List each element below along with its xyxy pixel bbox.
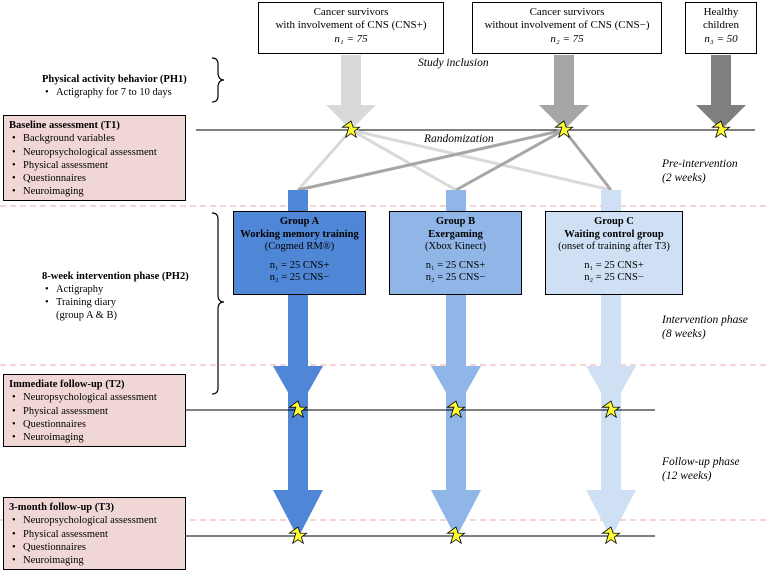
ph1-list: Actigraphy for 7 to 10 days [42,86,212,99]
population-line1: Healthy [703,6,739,18]
group-n-cns-plus: n₁ = 25 CNS+ [425,259,486,271]
star-t3-group-c [601,526,621,544]
inclusion-arrow-cns-plus [326,55,376,130]
ph1-brace [211,57,225,103]
group-intervention: Exergaming [428,228,483,240]
assessment-item: Neuroimaging [9,431,181,445]
group-name: Group B [435,216,476,227]
ph2-text: 8-week intervention phase (PH2) Actigrap… [42,270,212,322]
group-intervention: Working memory training [240,228,359,240]
phase-duration: (2 weeks) [662,172,706,184]
phase-label-intervention: Intervention phase (8 weeks) [662,313,748,341]
assessment-item: Neuropsychological assessment [9,514,181,528]
group-name: Group C [594,216,634,227]
group-b-arrowhead-t2 [431,366,481,410]
group-n-cns-plus: n₁ = 25 CNS+ [584,259,644,271]
random-line [297,128,565,192]
assessment-title: Immediate follow-up (T2) [9,379,125,390]
assessment-item: Questionnaires [9,541,181,555]
phase-name: Follow-up phase [662,456,740,468]
assessment-list: Neuropsychological assessment Physical a… [9,514,181,567]
population-n: n₂ = 75 [550,33,584,45]
population-line2: with involvement of CNS (CNS+) [275,19,427,31]
group-n-cns-minus: n₂ = 25 CNS− [269,272,330,284]
assessment-item: Physical assessment [9,528,181,542]
phase-label-pre-intervention: Pre-intervention (2 weeks) [662,157,738,185]
randomization-label: Randomization [424,133,494,145]
ph2-title: 8-week intervention phase (PH2) [42,271,189,282]
random-line [350,128,612,192]
ph2-item: Training diary (group A & B) [42,296,212,322]
inclusion-arrow-healthy [696,55,746,130]
assessment-item: Neuroimaging [9,554,181,568]
assessment-item: Questionnaires [9,418,181,432]
ph2-item: Actigraphy [42,283,212,296]
assessment-item: Neuroimaging [9,185,181,199]
group-box-c: Group C Waiting control group (onset of … [545,211,683,295]
population-box-healthy: Healthy children n₃ = 50 [685,2,757,54]
assessment-item: Questionnaires [9,172,181,186]
population-box-cns-minus: Cancer survivors without involvement of … [472,2,662,54]
assessment-item: Neuropsychological assessment [9,391,181,405]
population-n: n₃ = 50 [704,33,738,45]
random-line [296,129,353,191]
assessment-list: Background variables Neuropsychological … [9,132,181,199]
inclusion-arrow-cns-minus [539,55,589,130]
assessment-item: Physical assessment [9,405,181,419]
assessment-title: 3-month follow-up (T3) [9,502,115,513]
group-detail: (Cogmed RM®) [264,241,335,253]
phase-name: Pre-intervention [662,158,738,170]
assessment-item: Physical assessment [9,159,181,173]
group-box-a: Group A Working memory training (Cogmed … [233,211,366,295]
ph1-text: Physical activity behavior (PH1) Actigra… [42,73,212,99]
population-line1: Cancer survivors [313,6,389,18]
group-intervention: Waiting control group [564,228,664,240]
group-n-cns-minus: n₂ = 25 CNS− [425,272,486,284]
group-detail: (onset of training after T3) [558,241,670,253]
ph2-list: Actigraphy Training diary (group A & B) [42,283,212,322]
assessment-item: Background variables [9,132,181,146]
group-detail: (Xbox Kinect) [425,241,486,253]
group-name: Group A [279,216,320,227]
random-line [562,129,613,191]
group-n-cns-plus: n₁ = 25 CNS+ [269,259,330,271]
population-line2: without involvement of CNS (CNS−) [484,19,650,31]
phase-duration: (8 weeks) [662,328,706,340]
assessment-box-t1: Baseline assessment (T1) Background vari… [3,115,186,201]
population-n: n₁ = 75 [334,33,368,45]
assessment-item: Neuropsychological assessment [9,146,181,160]
population-box-cns-plus: Cancer survivors with involvement of CNS… [258,2,444,54]
phase-name: Intervention phase [662,314,748,326]
population-line1: Cancer survivors [529,6,605,18]
ph2-brace [211,212,225,395]
assessment-box-t2: Immediate follow-up (T2) Neuropsychologi… [3,374,186,447]
assessment-box-t3: 3-month follow-up (T3) Neuropsychologica… [3,497,186,570]
group-a-arrowhead-t2 [273,366,323,410]
group-c-arrowhead-t2 [586,366,636,410]
ph2-item-text: Training diary [56,297,116,308]
assessment-list: Neuropsychological assessment Physical a… [9,391,181,444]
study-inclusion-label: Study inclusion [418,57,489,69]
ph1-title: Physical activity behavior (PH1) [42,74,187,85]
random-line [455,128,565,192]
phase-duration: (12 weeks) [662,470,712,482]
random-line [350,128,457,192]
star-t3-group-b [446,526,466,544]
ph2-item-continuation: (group A & B) [56,310,117,321]
group-box-b: Group B Exergaming (Xbox Kinect) n₁ = 25… [389,211,522,295]
group-n-cns-minus: n₂ = 25 CNS− [584,272,644,284]
phase-label-follow-up: Follow-up phase (12 weeks) [662,455,740,483]
assessment-title: Baseline assessment (T1) [9,120,120,131]
ph1-item: Actigraphy for 7 to 10 days [42,86,212,99]
star-t3-group-a [288,526,308,544]
population-line2: children [702,19,740,31]
